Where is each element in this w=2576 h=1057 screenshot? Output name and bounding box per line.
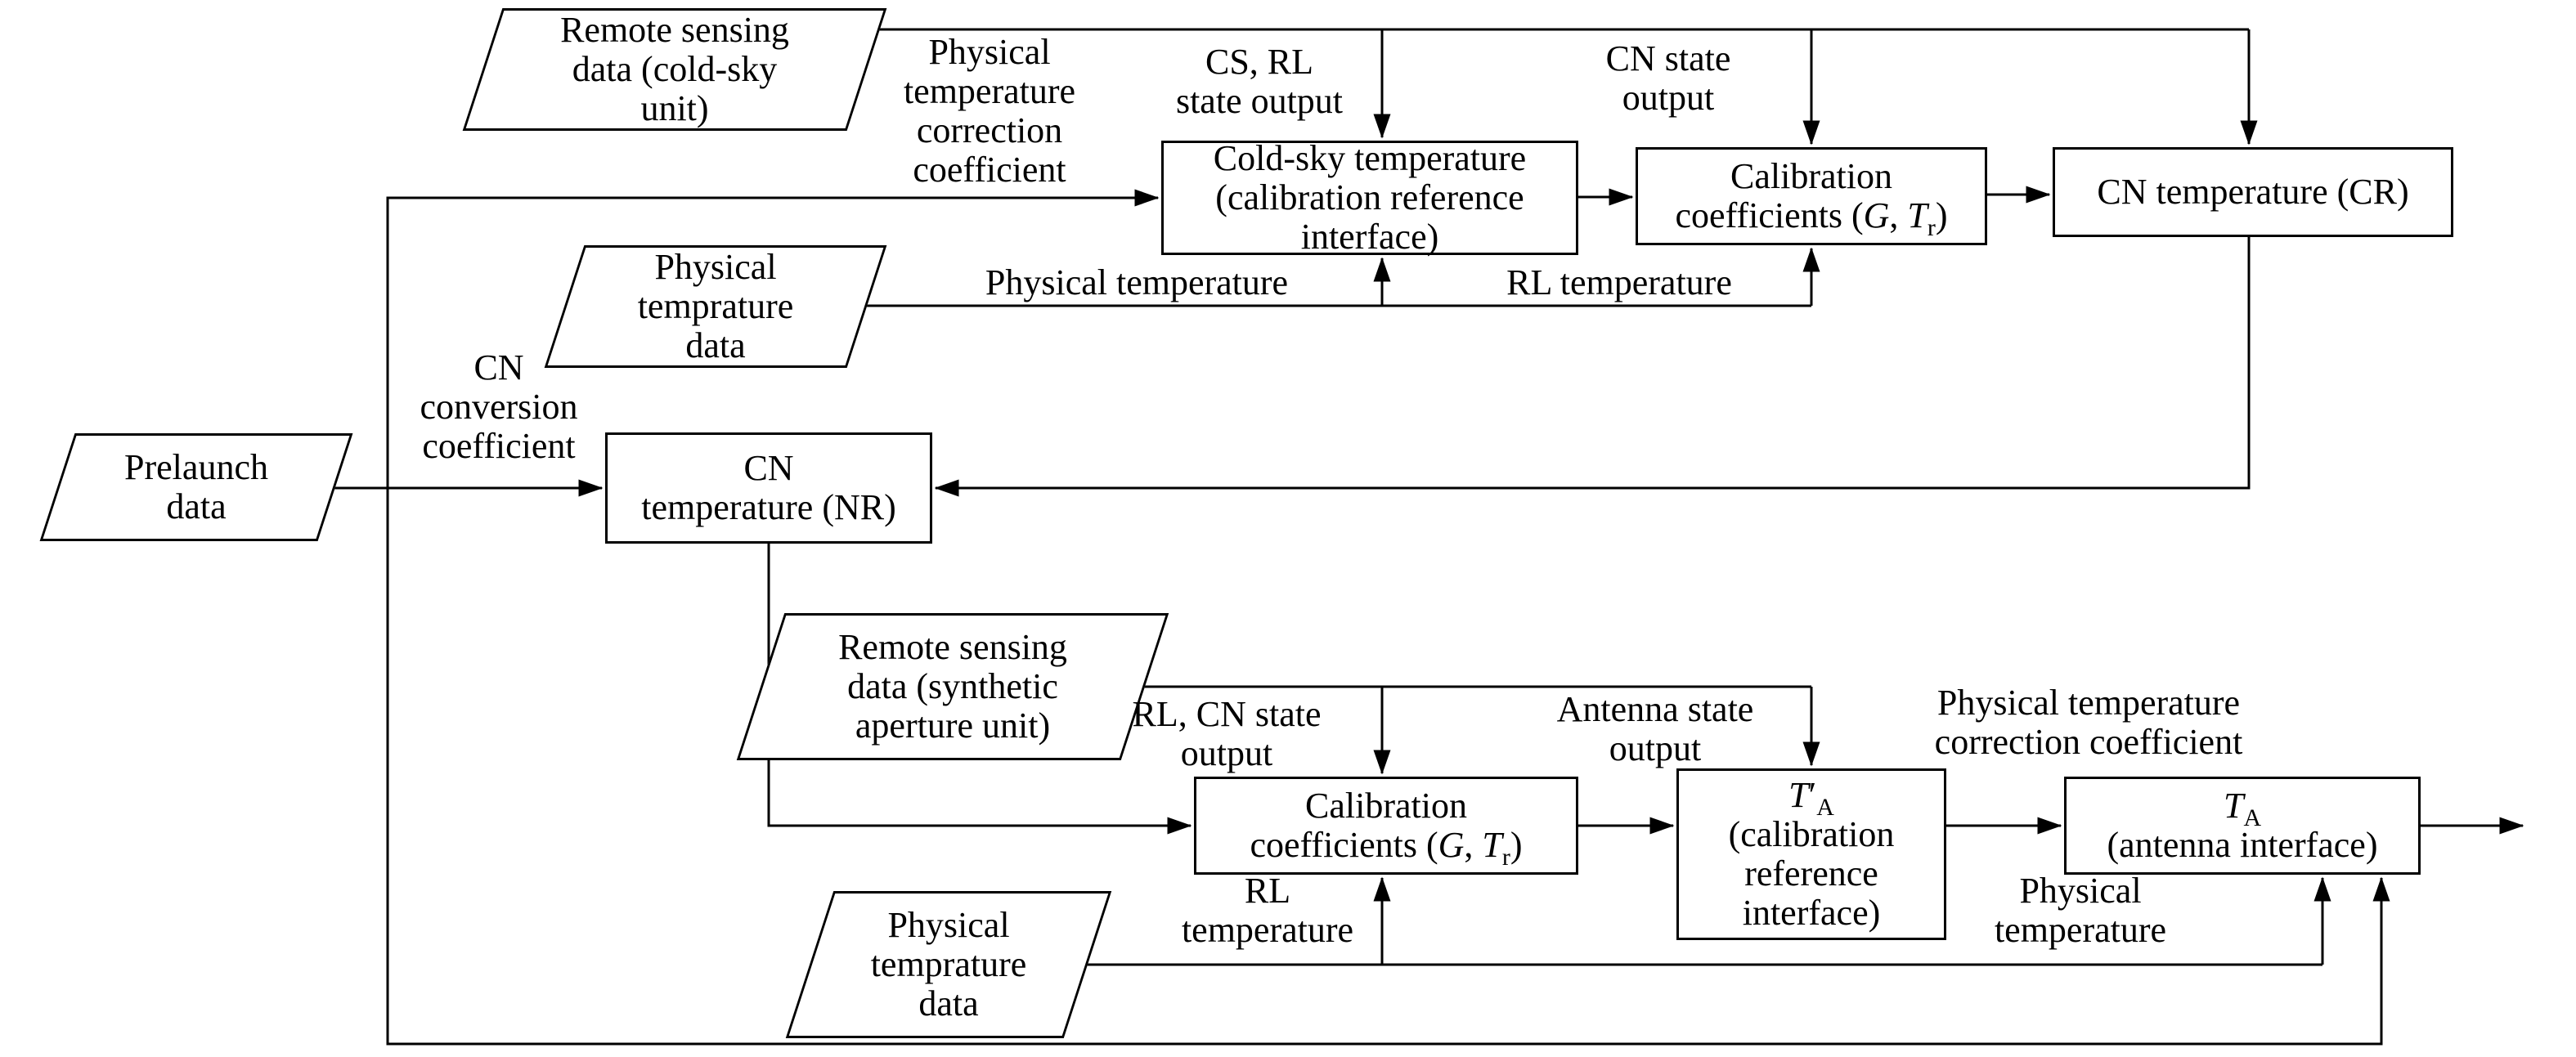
node-label-line: data bbox=[166, 486, 227, 526]
node-label-line: (antenna interface) bbox=[2107, 825, 2378, 865]
node-label-line: temperature (NR) bbox=[641, 487, 896, 527]
node-label-line: T′A bbox=[1788, 775, 1834, 820]
node-label-line: CN bbox=[743, 448, 794, 488]
node-label-line: reference bbox=[1744, 853, 1878, 894]
node-label-line: coefficients (G, Tr) bbox=[1250, 825, 1523, 870]
edge-label-cn-state-output: CN state output bbox=[1537, 39, 1799, 118]
edge-label-line: Physical temperature bbox=[985, 262, 1289, 302]
node-label-line: data bbox=[918, 983, 979, 1023]
node-physical-temperature-data-2: Physical temprature data bbox=[785, 891, 1112, 1038]
edge-label-line: Physical temperature bbox=[1936, 683, 2241, 723]
node-label-line: Calibration bbox=[1730, 156, 1892, 196]
math-prime: ′ bbox=[1808, 775, 1817, 815]
node-label-line: Physical bbox=[887, 905, 1010, 945]
label-text: , bbox=[1464, 825, 1483, 865]
label-text: ) bbox=[1935, 195, 1948, 235]
node-label-line: interface) bbox=[1742, 893, 1881, 933]
node-cn-temperature-nr: CN temperature (NR) bbox=[605, 432, 932, 544]
edge-label-line: state output bbox=[1175, 81, 1344, 121]
node-label-line: unit) bbox=[640, 88, 709, 128]
edge-label-physical-temperature-2: Physical temperature bbox=[1933, 871, 2228, 950]
node-label-line: data (synthetic bbox=[847, 666, 1058, 706]
node-label-line: CN temperature (CR) bbox=[2097, 172, 2409, 212]
edge-label-line: output bbox=[1622, 78, 1715, 118]
math-symbol-g: G bbox=[1863, 195, 1890, 235]
node-label-line: (calibration bbox=[1728, 814, 1895, 854]
node-label-line: Prelaunch bbox=[124, 447, 268, 487]
edge-label-physical-temperature-1: Physical temperature bbox=[957, 263, 1317, 302]
math-subscript: A bbox=[1816, 793, 1834, 821]
edge-label-physical-temperature-correction-coefficient-bottom: Physical temperature correction coeffici… bbox=[1884, 683, 2293, 762]
node-label-line: Remote sensing bbox=[838, 627, 1067, 667]
label-text: coefficients ( bbox=[1675, 195, 1864, 235]
edge-label-line: RL, CN state bbox=[1132, 694, 1322, 734]
edge-label-cn-conversion-coefficient: CN conversion coefficient bbox=[401, 348, 597, 466]
edge-label-line: Antenna state bbox=[1556, 689, 1754, 729]
edge-label-line: coefficient bbox=[913, 150, 1066, 190]
node-ta-antenna-interface: TA (antenna interface) bbox=[2064, 777, 2421, 875]
node-label-line: Remote sensing bbox=[560, 10, 789, 50]
edge-label-line: temperature bbox=[1181, 910, 1354, 950]
edge-label-rl-temperature-1: RL temperature bbox=[1464, 263, 1775, 302]
edge-label-line: output bbox=[1609, 728, 1702, 768]
node-cn-temperature-cr: CN temperature (CR) bbox=[2053, 147, 2453, 237]
node-calibration-coefficients-1: Calibration coefficients (G, Tr) bbox=[1636, 147, 1987, 245]
edge-label-line: temperature bbox=[1994, 910, 2167, 950]
node-remote-sensing-cold-sky: Remote sensing data (cold-sky unit) bbox=[462, 8, 887, 131]
edge-label-antenna-state-output: Antenna state output bbox=[1508, 690, 1802, 768]
node-remote-sensing-synthetic-aperture: Remote sensing data (synthetic aperture … bbox=[736, 613, 1169, 760]
node-label-line: Cold-sky temperature bbox=[1213, 138, 1527, 178]
node-calibration-coefficients-2: Calibration coefficients (G, Tr) bbox=[1194, 777, 1578, 875]
math-symbol-t: T bbox=[1788, 775, 1809, 815]
edge-label-line: output bbox=[1180, 733, 1273, 773]
edge-label-line: coefficient bbox=[422, 426, 576, 466]
edge-label-line: CN bbox=[473, 347, 524, 387]
node-physical-temperature-data-1: Physical temprature data bbox=[544, 245, 887, 368]
math-symbol-t: T bbox=[1907, 195, 1928, 235]
edge-label-physical-temperature-correction-coefficient-top: Physical temperature correction coeffici… bbox=[842, 33, 1137, 190]
node-label-line: coefficients (G, Tr) bbox=[1675, 195, 1948, 240]
node-label-line: data bbox=[685, 325, 746, 365]
math-symbol-g: G bbox=[1438, 825, 1465, 865]
node-label-line: temprature bbox=[870, 944, 1027, 984]
node-label-line: interface) bbox=[1300, 217, 1439, 257]
edge-label-cs-rl-state-output: CS, RL state output bbox=[1145, 43, 1374, 121]
node-ta-prime-calibration-reference: T′A (calibration reference interface) bbox=[1676, 768, 1946, 940]
node-label-line: data (cold-sky bbox=[572, 49, 778, 89]
node-label-line: (calibration reference bbox=[1215, 177, 1524, 217]
edge-label-rl-temperature-2: RL temperature bbox=[1161, 871, 1374, 950]
math-subscript: r bbox=[1927, 213, 1936, 241]
node-label-line: TA bbox=[2223, 786, 2261, 831]
node-cold-sky-temperature: Cold-sky temperature (calibration refere… bbox=[1161, 138, 1578, 257]
edge-label-line: Physical bbox=[2019, 871, 2142, 911]
edge-label-line: temperature bbox=[903, 71, 1076, 111]
math-subscript: A bbox=[2243, 804, 2262, 831]
node-prelaunch-data: Prelaunch data bbox=[39, 433, 353, 541]
edge-label-line: RL bbox=[1244, 871, 1291, 911]
edge-label-line: Physical bbox=[928, 32, 1051, 72]
node-label-line: Physical bbox=[654, 247, 777, 287]
arrow-nr-into-calib2 bbox=[767, 544, 1192, 835]
label-text: coefficients ( bbox=[1250, 825, 1438, 865]
math-symbol-t: T bbox=[1482, 825, 1502, 865]
edge-label-line: CS, RL bbox=[1205, 42, 1314, 82]
math-symbol-t: T bbox=[2223, 786, 2244, 826]
node-label-line: aperture unit) bbox=[855, 705, 1051, 746]
edge-label-rl-cn-state-output: RL, CN state output bbox=[1088, 695, 1366, 773]
edge-label-line: RL temperature bbox=[1506, 262, 1732, 302]
edge-label-line: conversion bbox=[420, 387, 578, 427]
arrow-prelaunch-into-ta bbox=[386, 488, 2390, 1046]
node-label-line: Calibration bbox=[1305, 786, 1467, 826]
math-subscript: r bbox=[1501, 843, 1510, 871]
arrow-cr-into-nr bbox=[934, 237, 2251, 497]
node-label-line: temprature bbox=[637, 286, 794, 326]
label-text: , bbox=[1889, 195, 1908, 235]
label-text: ) bbox=[1510, 825, 1523, 865]
arrow-prelaunch-ptcc-into-coldsky bbox=[386, 189, 1160, 488]
edge-label-line: correction bbox=[916, 110, 1063, 150]
edge-label-line: correction coefficient bbox=[1934, 722, 2243, 762]
edge-label-line: CN state bbox=[1605, 38, 1731, 78]
